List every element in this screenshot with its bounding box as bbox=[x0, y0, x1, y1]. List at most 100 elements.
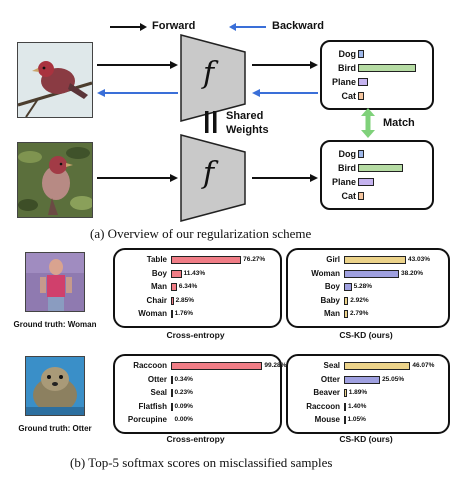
ce-value: 0.09% bbox=[174, 402, 193, 410]
kd-bar bbox=[344, 362, 411, 370]
ce-value: 6.34% bbox=[178, 283, 198, 290]
ce-value: 0.00% bbox=[174, 416, 193, 423]
kd-label: Boy bbox=[324, 282, 340, 291]
ce-label: Porcupine bbox=[127, 415, 167, 424]
kd-label: Man bbox=[324, 309, 340, 318]
match-arrow bbox=[361, 108, 375, 138]
kd-value: 1.89% bbox=[348, 389, 368, 396]
ce-bar bbox=[171, 362, 263, 370]
ce-bar bbox=[171, 256, 242, 264]
kd-value: 25.05% bbox=[382, 375, 405, 383]
woman-sample-image bbox=[25, 252, 85, 312]
kd-bar bbox=[344, 256, 406, 264]
kd-bar bbox=[344, 402, 347, 411]
kd-bar bbox=[344, 310, 349, 318]
ce-value: 0.34% bbox=[174, 375, 193, 383]
ce-value: 76.27% bbox=[243, 256, 266, 263]
output-distribution-top bbox=[320, 40, 434, 110]
kd-label: Baby bbox=[320, 295, 340, 305]
kd-bar bbox=[344, 296, 349, 305]
ce-bar bbox=[171, 296, 174, 305]
ground-truth-otter: Ground truth: Otter bbox=[18, 424, 92, 433]
caption-b: (b) Top-5 softmax scores on misclassifie… bbox=[70, 455, 333, 470]
kd-value: 38.20% bbox=[401, 269, 424, 277]
dist-top-class-bar bbox=[358, 92, 364, 100]
ce-bar bbox=[171, 389, 173, 397]
kd-label: Seal bbox=[323, 361, 340, 370]
dist-top-class-bar bbox=[358, 78, 368, 86]
kd-label: Woman bbox=[311, 268, 340, 278]
dist-top-class-bar bbox=[358, 64, 416, 72]
ce-value: 1.76% bbox=[174, 310, 194, 317]
function-module-bottom bbox=[180, 134, 246, 222]
bird-photo-top bbox=[17, 42, 93, 118]
kd-bar bbox=[344, 389, 347, 397]
ce-label: Man bbox=[151, 282, 167, 291]
kd-value: 43.03% bbox=[407, 256, 430, 263]
match-label: Match bbox=[383, 117, 415, 129]
ce-bar bbox=[171, 269, 182, 278]
kd-label: Mouse bbox=[314, 415, 340, 424]
panel-title-kd-otter: CS-KD (ours) bbox=[339, 434, 393, 444]
bird-photo-bottom bbox=[17, 142, 93, 218]
ce-value: 99.28% bbox=[264, 362, 287, 369]
dist-bottom-class-bar bbox=[358, 150, 364, 158]
caption-a: (a) Overview of our regularization schem… bbox=[90, 226, 312, 241]
shared-weights-line-1: Shared bbox=[226, 110, 264, 122]
dist-bottom-class-label: Plane bbox=[331, 177, 356, 187]
backward-arrow-output-to-f-top bbox=[252, 89, 318, 97]
forward-arrow-f-to-output-top bbox=[252, 61, 318, 69]
dist-top-class-label: Dog bbox=[338, 49, 357, 59]
dist-bottom-class-label: Dog bbox=[338, 149, 357, 159]
kd-bar bbox=[344, 269, 399, 278]
dist-bottom-class-bar bbox=[358, 164, 403, 172]
ce-label: Woman bbox=[138, 309, 167, 318]
ground-truth-woman: Ground truth: Woman bbox=[13, 320, 97, 329]
dist-bottom-class-bar bbox=[358, 178, 374, 186]
ce-value: 0.23% bbox=[174, 389, 193, 396]
shared-weights-symbol bbox=[205, 111, 217, 133]
dist-bottom-class-label: Cat bbox=[341, 191, 356, 201]
forward-arrow-image-to-f-bottom bbox=[97, 174, 178, 182]
kd-value: 1.40% bbox=[348, 402, 367, 410]
dist-top-class-label: Cat bbox=[341, 91, 356, 101]
panel-title-ce-woman: Cross-entropy bbox=[166, 330, 225, 340]
ce-label: Raccoon bbox=[133, 361, 167, 370]
kd-value: 5.28% bbox=[353, 283, 373, 290]
function-symbol-bottom: f bbox=[203, 156, 215, 191]
output-distribution-bottom bbox=[320, 140, 434, 210]
ce-label: Table bbox=[146, 255, 167, 264]
kd-value: 46.07% bbox=[412, 362, 435, 369]
ce-bar bbox=[171, 402, 173, 411]
kd-value: 2.79% bbox=[350, 310, 369, 317]
forward-legend-arrow bbox=[110, 23, 147, 31]
kd-label: Beaver bbox=[313, 388, 340, 397]
ce-bar bbox=[171, 375, 173, 384]
ce-value: 11.43% bbox=[183, 269, 206, 277]
kd-label: Otter bbox=[320, 374, 340, 384]
panel-title-ce-otter: Cross-entropy bbox=[166, 434, 225, 444]
forward-arrow-f-to-output-bottom bbox=[252, 174, 318, 182]
ce-label: Otter bbox=[147, 374, 167, 384]
kd-value: 1.05% bbox=[347, 416, 366, 423]
dist-top-class-label: Plane bbox=[331, 77, 356, 87]
kd-bar bbox=[344, 416, 346, 424]
backward-legend-label: Backward bbox=[272, 20, 324, 32]
ce-bar bbox=[171, 283, 177, 291]
kd-value: 2.92% bbox=[350, 296, 369, 304]
kd-label: Raccoon bbox=[306, 401, 340, 411]
shared-weights-label: Shared Weights bbox=[226, 109, 269, 137]
panel-title-kd-woman: CS-KD (ours) bbox=[339, 330, 393, 340]
ce-bar bbox=[171, 310, 173, 318]
ce-value: 2.85% bbox=[175, 296, 195, 304]
kd-bar bbox=[344, 375, 381, 384]
dist-bottom-class-bar bbox=[358, 192, 365, 200]
forward-legend-label: Forward bbox=[152, 20, 196, 32]
ce-label: Flatfish bbox=[138, 401, 167, 411]
forward-arrow-image-to-f-top bbox=[97, 61, 178, 69]
dist-top-class-bar bbox=[358, 50, 364, 58]
dist-top-class-label: Bird bbox=[338, 63, 356, 73]
shared-weights-line-2: Weights bbox=[226, 124, 269, 136]
kd-label: Girl bbox=[326, 255, 340, 264]
ce-label: Chair bbox=[146, 295, 167, 305]
